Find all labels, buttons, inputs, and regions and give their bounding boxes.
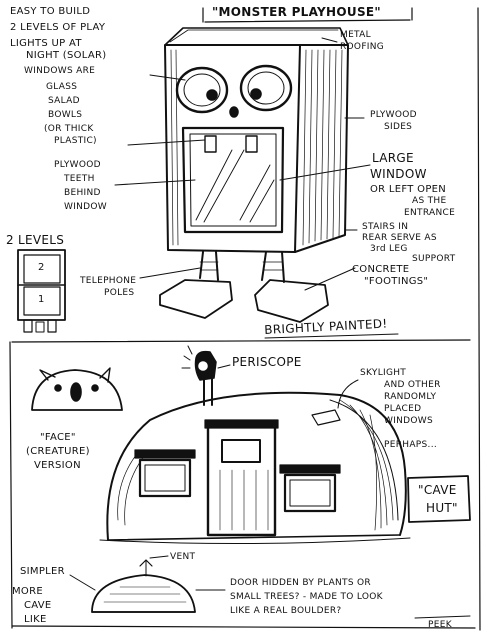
levels-title: 2 LEVELS (6, 233, 65, 247)
note-version: VERSION (34, 460, 81, 471)
right-tooth (245, 135, 258, 153)
note-large-window: WINDOW (370, 167, 427, 181)
page-border-bottom (11, 625, 476, 629)
note-lights-up: LIGHTS UP AT (10, 38, 82, 49)
hut-left-window (138, 458, 192, 498)
note-rear-serve: REAR SERVE AS (362, 233, 437, 243)
hut-right-window (283, 473, 337, 513)
note-periscope: PERISCOPE (232, 355, 302, 369)
note-cave-like-2: LIKE (24, 614, 47, 625)
cave-hut-label-box (407, 475, 471, 523)
monster-playhouse-drawing (159, 27, 349, 323)
note-night-solar: NIGHT (SOLAR) (26, 50, 107, 61)
mouth-glass-reflections (195, 149, 275, 223)
right-leg (261, 251, 285, 283)
note-behind: BEHIND (64, 188, 101, 198)
level-two-label: 2 (38, 262, 45, 273)
note-randomly: RANDOMLY (384, 392, 437, 402)
playhouse-side (294, 44, 349, 253)
note-door-hidden-2: SMALL TREES? - MADE TO LOOK (230, 592, 383, 602)
right-footing (254, 279, 329, 323)
right-eye-window (239, 64, 293, 112)
left-eye-window (175, 66, 229, 114)
note-glass: GLASS (46, 82, 78, 92)
note-easy-to-build: EASY TO BUILD (10, 6, 91, 17)
simpler-boulder-drawing (91, 559, 196, 613)
note-support: SUPPORT (412, 254, 456, 264)
note-plywood-sides-1: PLYWOOD (370, 110, 417, 120)
note-third-leg: 3rd LEG (370, 244, 408, 254)
right-pupil (250, 88, 262, 100)
note-door-hidden-1: DOOR HIDDEN BY PLANTS OR (230, 578, 371, 588)
note-windows: WINDOWS (384, 416, 434, 426)
note-window: WINDOW (64, 202, 107, 212)
side-hatching (302, 49, 343, 246)
mouth-window (181, 126, 285, 234)
cave-hut-drawing (99, 345, 411, 545)
note-or-left-open: OR LEFT OPEN (370, 184, 447, 195)
note-two-levels-play: 2 LEVELS OF PLAY (10, 22, 106, 33)
face-creature-drawing (31, 367, 123, 411)
note-teeth: TEETH (64, 174, 95, 184)
note-skylight: SKYLIGHT (360, 368, 407, 378)
note-or-thick: (OR THICK (44, 124, 94, 134)
hut-door (206, 423, 277, 537)
note-face: "FACE" (40, 432, 76, 443)
note-salad: SALAD (48, 96, 80, 106)
page-border-right (477, 7, 481, 631)
note-telephone: TELEPHONE (80, 276, 137, 286)
note-plywood-sides-2: SIDES (384, 122, 413, 132)
note-footings: "FOOTINGS" (364, 276, 429, 287)
note-creature: (CREATURE) (26, 446, 90, 457)
note-simpler: SIMPLER (20, 566, 65, 577)
periscope-drawing (181, 345, 217, 406)
left-tooth (204, 135, 217, 153)
note-cave-like-1: CAVE (24, 600, 52, 611)
skylight (311, 409, 341, 426)
note-plywood: PLYWOOD (54, 160, 101, 170)
note-stairs-in: STAIRS IN (362, 222, 409, 232)
note-cave: "CAVE (418, 483, 457, 497)
signature: PEEK (428, 620, 452, 630)
note-more: MORE (12, 586, 43, 597)
note-windows-are: WINDOWS ARE (24, 66, 96, 76)
level-one-label: 1 (38, 294, 45, 305)
playhouse-roof (164, 27, 349, 46)
note-as-the: AS THE (412, 196, 447, 206)
levels-diagram (17, 249, 66, 333)
note-plastic: PLASTIC) (54, 136, 97, 146)
left-footing (159, 279, 233, 319)
page-border-left (9, 341, 13, 629)
title-monster-playhouse: "MONSTER PLAYHOUSE" (212, 5, 381, 19)
section-divider (11, 339, 471, 343)
leader-lines (114, 37, 371, 291)
note-placed: PLACED (384, 404, 422, 414)
door-window (221, 439, 261, 463)
note-vent: VENT (170, 552, 196, 562)
note-large: LARGE (372, 151, 414, 165)
note-bowls: BOWLS (48, 110, 83, 120)
note-entrance: ENTRANCE (404, 208, 456, 218)
note-roofing: ROOFING (340, 42, 385, 52)
note-and-other: AND OTHER (384, 380, 441, 390)
nose (229, 106, 239, 118)
note-concrete: CONCRETE (352, 264, 410, 275)
note-hut: HUT" (426, 501, 458, 515)
left-pupil (206, 89, 218, 101)
note-metal: METAL (340, 30, 371, 40)
left-leg (199, 251, 219, 281)
face-mouth (70, 382, 82, 402)
note-door-hidden-3: LIKE A REAL BOULDER? (230, 606, 342, 616)
note-poles: POLES (104, 288, 135, 298)
note-perhaps: PERHAPS... (384, 440, 438, 450)
title-bracket (202, 7, 413, 23)
